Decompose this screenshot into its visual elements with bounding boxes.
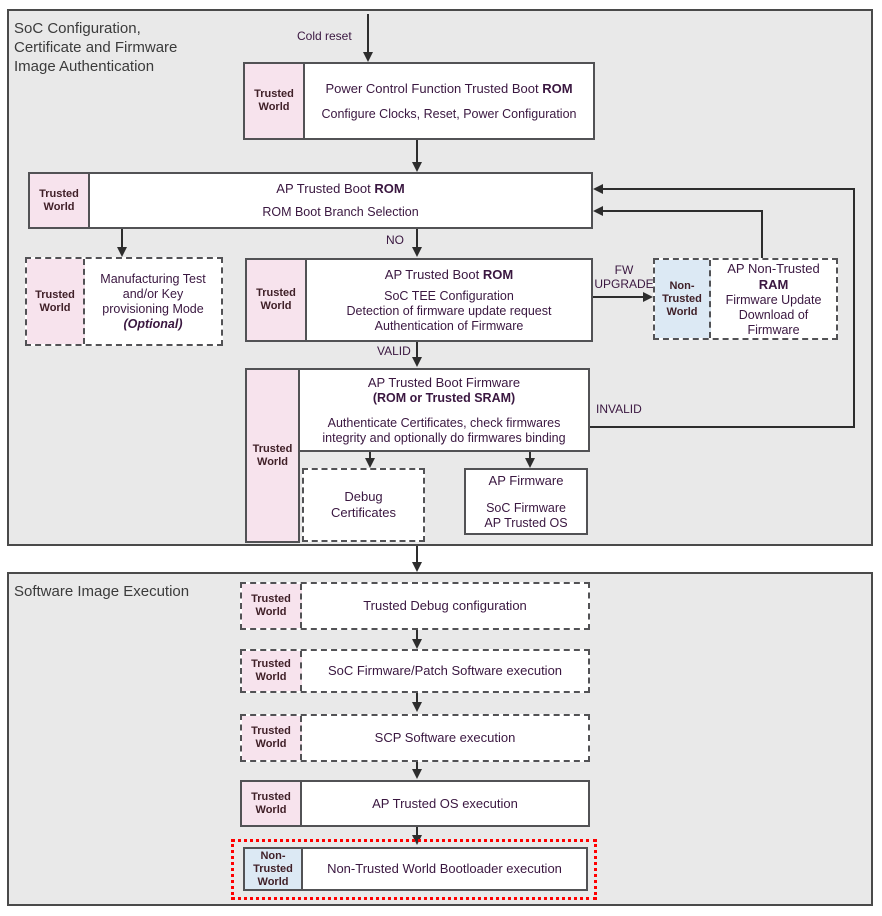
world-label-trusted: Trusted World (27, 259, 85, 344)
section2-title: Software Image Execution (14, 583, 190, 600)
box-debug-certificates: Debug Certificates (302, 468, 425, 542)
section1-title-line3: Image Authentication (14, 58, 155, 75)
highlight-outline-non-trusted-bootloader (231, 839, 597, 900)
arrow-row2-row3 (416, 693, 418, 703)
arrow-row3-row4 (416, 762, 418, 770)
box-ap-trusted-boot-rom2-content: AP Trusted Boot ROM SoC TEE Configuratio… (346, 266, 552, 333)
box-ap-trusted-boot-firmware: AP Trusted Boot Firmware (ROM or Trusted… (298, 368, 590, 452)
arrowhead-row2-row3 (412, 702, 422, 712)
arrowhead-row1-row2 (412, 639, 422, 649)
arrowhead-row3-row4 (412, 769, 422, 779)
arrowhead-valid (412, 357, 422, 367)
world-label-trusted: Trusted World (30, 174, 90, 227)
box-power-control-subtitle: Configure Clocks, Reset, Power Configura… (321, 106, 577, 121)
box-power-control-boot-rom: Trusted World Power Control Function Tru… (243, 62, 595, 140)
line-ram-return-vertical (761, 211, 763, 258)
arrowhead-section1-to-section2 (412, 562, 422, 572)
world-label-trusted: Trusted World (247, 260, 307, 340)
arrowhead-to-ap-firmware (525, 458, 535, 468)
box-ap-non-trusted-ram-content: AP Non-Trusted RAM Firmware Update Downl… (725, 260, 822, 337)
box-ap-firmware-content: AP Firmware SoC Firmware AP Trusted OS (484, 472, 568, 530)
arrow-aprom-to-aprom2 (416, 229, 418, 248)
arrowhead-fw-upgrade (643, 292, 653, 302)
arrow-aprom-to-mfg (121, 229, 123, 248)
arrowhead-aprom-to-aprom2 (412, 247, 422, 257)
arrowhead-to-debug-certs (365, 458, 375, 468)
world-label-trusted: Trusted World (242, 584, 302, 628)
arrow-row1-row2 (416, 630, 418, 640)
arrow-section1-to-section2 (416, 546, 418, 563)
box-soc-firmware-patch-execution: Trusted World SoC Firmware/Patch Softwar… (240, 649, 590, 693)
world-label-trusted: Trusted World (242, 716, 302, 760)
box-scp-software-execution: Trusted World SCP Software execution (240, 714, 590, 762)
no-label: NO (386, 233, 404, 247)
world-label-trusted: Trusted World (242, 782, 302, 825)
line-invalid-vertical (853, 188, 855, 428)
arrowhead-aprom-to-mfg (117, 247, 127, 257)
box-ap-non-trusted-ram: Non-Trusted World AP Non-Trusted RAM Fir… (653, 258, 838, 340)
arrow-valid (416, 342, 418, 358)
section1-title-line1: SoC Configuration, (14, 20, 141, 37)
box-power-control-title: Power Control Function Trusted Boot ROM (325, 80, 573, 96)
optional-note: (Optional) (123, 316, 183, 331)
arrowhead-ram-return (593, 206, 603, 216)
world-label-trusted: Trusted World (245, 64, 305, 138)
arrow-power-to-aprom (416, 140, 418, 163)
box-ap-firmware: AP Firmware SoC Firmware AP Trusted OS (464, 468, 588, 535)
box-non-trusted-bootloader-execution: Non-Trusted World Non-Trusted World Boot… (243, 847, 588, 891)
box-ap-trusted-os-execution: Trusted World AP Trusted OS execution (240, 780, 590, 827)
box-ap-trusted-boot-rom: Trusted World AP Trusted Boot ROM ROM Bo… (28, 172, 593, 229)
arrow-cold-reset (367, 14, 369, 53)
box-trusted-debug-configuration: Trusted World Trusted Debug configuratio… (240, 582, 590, 630)
box-ap-trusted-boot-rom-content: AP Trusted Boot ROM ROM Boot Branch Sele… (90, 174, 591, 227)
box-ap-trusted-boot-firmware-content: AP Trusted Boot Firmware (ROM or Trusted… (322, 374, 566, 445)
cold-reset-label: Cold reset (297, 29, 352, 43)
arrow-to-ap-firmware (529, 452, 531, 459)
arrow-fw-upgrade (593, 296, 643, 298)
section1-title-line2: Certificate and Firmware (14, 39, 178, 56)
box-ap-trusted-boot-rom2: Trusted World AP Trusted Boot ROM SoC TE… (245, 258, 593, 342)
section1-title: SoC Configuration, Certificate and Firmw… (14, 19, 177, 76)
arrow-row4-row5 (416, 827, 418, 836)
valid-label: VALID (377, 344, 411, 358)
arrowhead-cold-reset (363, 52, 373, 62)
invalid-label: INVALID (596, 402, 642, 416)
box-ap-trusted-boot-rom-subtitle: ROM Boot Branch Selection (262, 205, 419, 219)
world-label-non-trusted: Non-Trusted World (655, 260, 711, 338)
box-manufacturing-test: Trusted World Manufacturing Test and/or … (25, 257, 223, 346)
box-power-control-content: Power Control Function Trusted Boot ROM … (305, 64, 593, 138)
box-debug-certificates-content: Debug Certificates (330, 489, 397, 520)
box-ap-trusted-boot-rom-title: AP Trusted Boot ROM (276, 181, 405, 196)
arrowhead-power-to-aprom (412, 162, 422, 172)
arrow-to-debug-certs (369, 452, 371, 459)
line-invalid-horizontal (590, 426, 855, 428)
world-label-trusted: Trusted World (242, 651, 302, 691)
box-manufacturing-test-content: Manufacturing Test and/or Key provisioni… (100, 271, 206, 331)
box-ap-trusted-boot-rom2-title: AP Trusted Boot ROM (384, 266, 514, 282)
line-ram-return-horizontal (603, 210, 763, 212)
arrowhead-invalid-return (593, 184, 603, 194)
world-label-trusted-tall: Trusted World (245, 368, 300, 543)
line-invalid-return (603, 188, 855, 190)
world-label-non-trusted: Non-Trusted World (245, 849, 303, 889)
